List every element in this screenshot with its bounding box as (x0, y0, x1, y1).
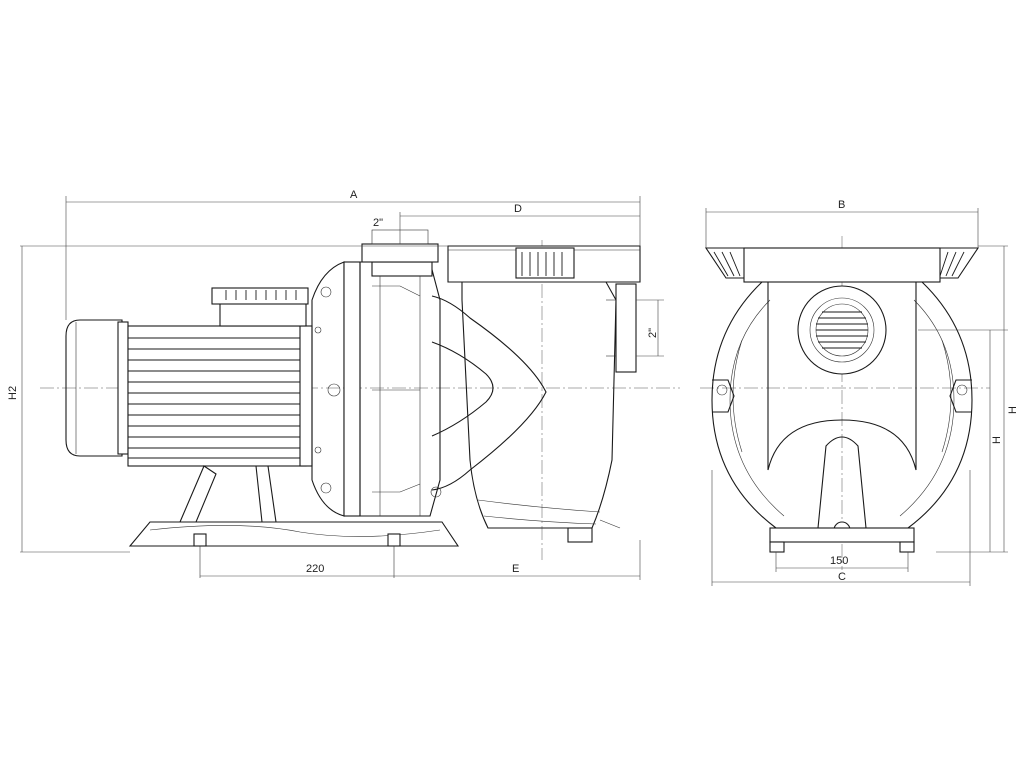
foot-spacing-label: 220 (306, 563, 324, 575)
dimension-c-label: C (838, 571, 846, 583)
dimension-a-label: A (350, 189, 358, 201)
inlet-nozzle (361, 243, 439, 263)
inlet-size-label: 2" (373, 217, 383, 229)
dimension-h-outer-label: H (1007, 406, 1019, 414)
front-view: B 150 C H H (700, 199, 1019, 586)
dimension-h-inner-label: H (991, 436, 1003, 444)
side-view: A D 2" 2" H2 220 E (7, 189, 680, 580)
dimension-b-label: B (838, 199, 845, 211)
lid-handle (515, 247, 575, 279)
motor-end-cap (65, 319, 123, 457)
outlet-nozzle (615, 283, 637, 373)
connecting-channel (431, 295, 547, 491)
pot-column (767, 282, 917, 471)
strainer-pot (461, 281, 617, 529)
pump-volute (359, 261, 441, 517)
motor-body (127, 325, 307, 467)
base-front (769, 527, 915, 543)
base-width-label: 150 (830, 555, 848, 567)
outlet-size-label: 2" (647, 328, 659, 338)
dimension-d-label: D (514, 203, 522, 215)
motor-support-leg (179, 465, 217, 523)
pump-base (128, 521, 460, 547)
dimension-h2-label: H2 (7, 386, 19, 400)
motor-cooling-fins (128, 337, 306, 459)
dimension-e-label: E (512, 563, 519, 575)
discharge-front (817, 436, 867, 529)
motor-flange (311, 261, 345, 517)
